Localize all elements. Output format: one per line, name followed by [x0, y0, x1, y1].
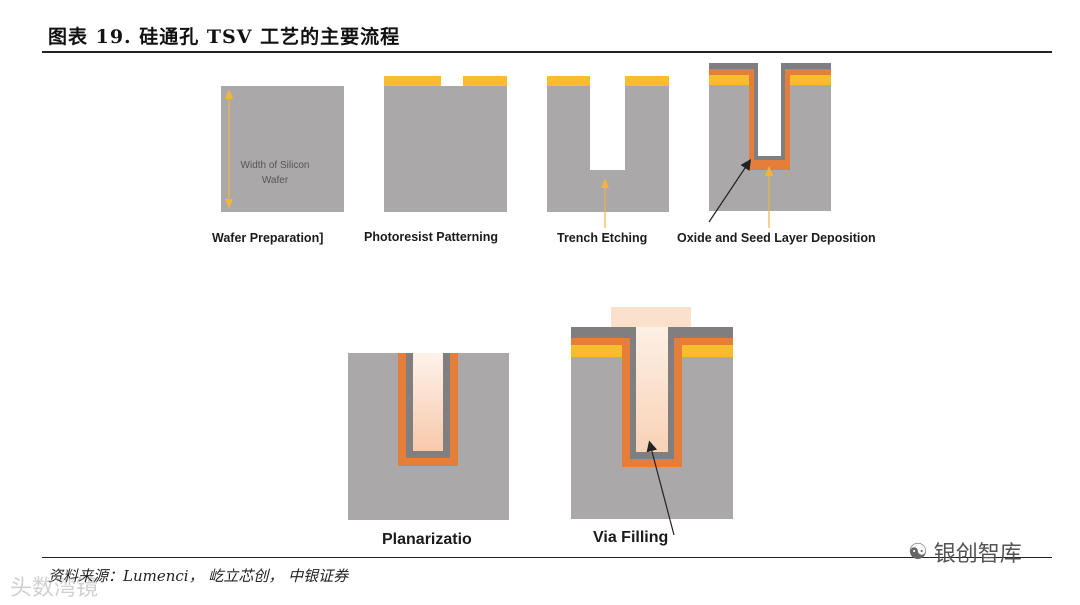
via-arrow: [646, 440, 675, 536]
figure-title: 图表 19. 硅通孔 TSV 工艺的主要流程: [48, 26, 401, 48]
watermark-right: ☯ 银创智库: [908, 539, 1022, 568]
photoresist-right: [463, 76, 507, 86]
silicon-wafer: [348, 353, 509, 520]
silicon-wafer: [384, 86, 507, 212]
photoresist-right: [625, 76, 669, 86]
watermark-left: 头数湾镜: [10, 576, 99, 601]
step-via-filling: [571, 307, 733, 536]
wechat-icon: ☯: [908, 539, 928, 565]
step-photoresist-patterning: [384, 76, 507, 212]
etched-wafer: [547, 86, 669, 212]
label-photoresist-patterning: Photoresist Patterning: [364, 230, 499, 244]
step-wafer-preparation: [221, 86, 344, 212]
copper-via: [413, 353, 443, 451]
silicon-wafer: [709, 85, 831, 211]
label-via-filling: Via Filling: [593, 529, 669, 546]
silicon-wafer: [571, 357, 733, 519]
copper-via: [636, 323, 668, 452]
source-note: 资料来源：Lumenci， 屹立芯创， 中银证券: [48, 567, 349, 585]
label-planarization: Planarizatio: [382, 531, 472, 548]
step-trench-etching: [547, 76, 669, 228]
wafer-width-label: Width of Silicon Wafer: [240, 160, 310, 186]
label-trench-etching: Trench Etching: [557, 231, 648, 245]
label-oxide-seed-deposition: Oxide and Seed Layer Deposition: [677, 231, 876, 245]
top-rule: [42, 51, 1052, 53]
copper-overburden: [611, 307, 691, 327]
label-wafer-preparation: Wafer Preparation]: [212, 231, 324, 245]
step-oxide-seed-deposition: [708, 63, 831, 228]
step-planarization: [348, 353, 509, 520]
photoresist-left: [384, 76, 441, 86]
silicon-wafer: [221, 86, 344, 212]
photoresist-left: [547, 76, 590, 86]
bottom-rule: [42, 557, 1052, 558]
oxide-arrow: [708, 159, 751, 223]
